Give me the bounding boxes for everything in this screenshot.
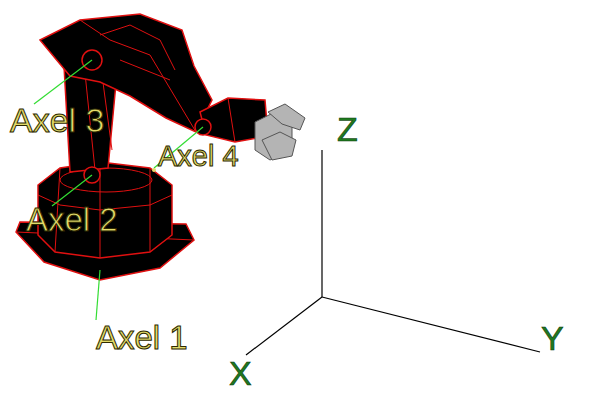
axle-label: Axel 2 (26, 203, 118, 236)
axis-label: Z (337, 112, 358, 146)
axis-label: Y (541, 321, 564, 355)
axle-label: Axel 4 (158, 142, 239, 171)
axes (246, 150, 540, 355)
axis-label: X (229, 356, 252, 390)
leader-lines (34, 60, 203, 320)
axle-label: Axel 1 (96, 321, 188, 354)
axle-label: Axel 3 (10, 103, 105, 137)
